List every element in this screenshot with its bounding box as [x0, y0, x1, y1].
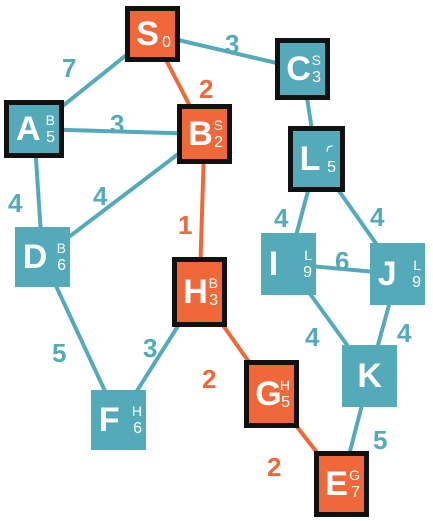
edge-weight-k-e: 5 — [373, 425, 388, 455]
node-parent-label: B — [56, 240, 66, 256]
node-distance-label: 3 — [312, 69, 321, 86]
node-k: K — [342, 345, 397, 407]
node-parent-label: H — [131, 403, 142, 419]
node-label: L — [299, 140, 321, 178]
edge-weight-j-k: 4 — [397, 318, 412, 348]
edge-weight-s-c: 3 — [225, 29, 240, 59]
edge-weight-a-b: 3 — [110, 109, 125, 139]
edge-weight-s-a: 7 — [62, 53, 77, 83]
edge-weight-d-f: 5 — [52, 338, 67, 368]
node-label: F — [98, 401, 120, 439]
node-parent-label: C — [325, 142, 336, 158]
edge-weight-s-b: 2 — [199, 74, 214, 104]
edge-weight-i-j: 6 — [335, 246, 350, 276]
node-distance-label: 7 — [351, 484, 360, 501]
node-label: H — [183, 273, 208, 311]
node-parent-label: L — [413, 257, 421, 273]
node-parent-label: H — [279, 377, 290, 393]
edge-weight-g-e: 2 — [267, 452, 282, 482]
node-label: S — [136, 15, 159, 53]
node-label: E — [325, 465, 348, 503]
edge-weight-c-l: 2 — [326, 131, 341, 161]
edge-weight-b-h: 1 — [178, 210, 193, 240]
node-parent-label: S — [213, 117, 223, 133]
node-distance-label: 6 — [133, 420, 142, 437]
node-label: I — [268, 245, 279, 283]
node-label: K — [357, 357, 382, 395]
node-parent-label: B — [208, 275, 218, 291]
node-label: J — [377, 255, 397, 293]
node-label: B — [188, 115, 213, 153]
edge-weight-l-i: 4 — [274, 203, 289, 233]
edge-weight-i-k: 4 — [305, 322, 320, 352]
edge-weight-h-f: 3 — [143, 333, 158, 363]
node-label: D — [22, 238, 48, 276]
node-label: C — [286, 50, 311, 88]
node-label: A — [16, 110, 41, 148]
node-distance-label: 5 — [46, 129, 55, 146]
node-distance-label: 9 — [412, 274, 421, 291]
node-distance-label: 5 — [281, 394, 290, 411]
node-distance-label: 9 — [303, 264, 312, 281]
node-distance-label: 5 — [327, 159, 336, 176]
edge-weight-b-d: 4 — [93, 181, 108, 211]
edge-weight-l-j: 4 — [370, 202, 385, 232]
node-parent-label: S — [311, 52, 321, 68]
node-distance-label: 0 — [162, 34, 171, 51]
node-distance-label: 6 — [57, 257, 66, 274]
node-parent-label: L — [304, 247, 312, 263]
node-parent-label: B — [45, 112, 55, 128]
node-label: G — [255, 375, 282, 413]
node-distance-label: 2 — [214, 134, 223, 151]
node-distance-label: 3 — [209, 292, 218, 309]
edge-weight-h-g: 2 — [202, 364, 217, 394]
edge-weight-a-d: 4 — [8, 188, 23, 218]
node-parent-label: G — [349, 467, 360, 483]
